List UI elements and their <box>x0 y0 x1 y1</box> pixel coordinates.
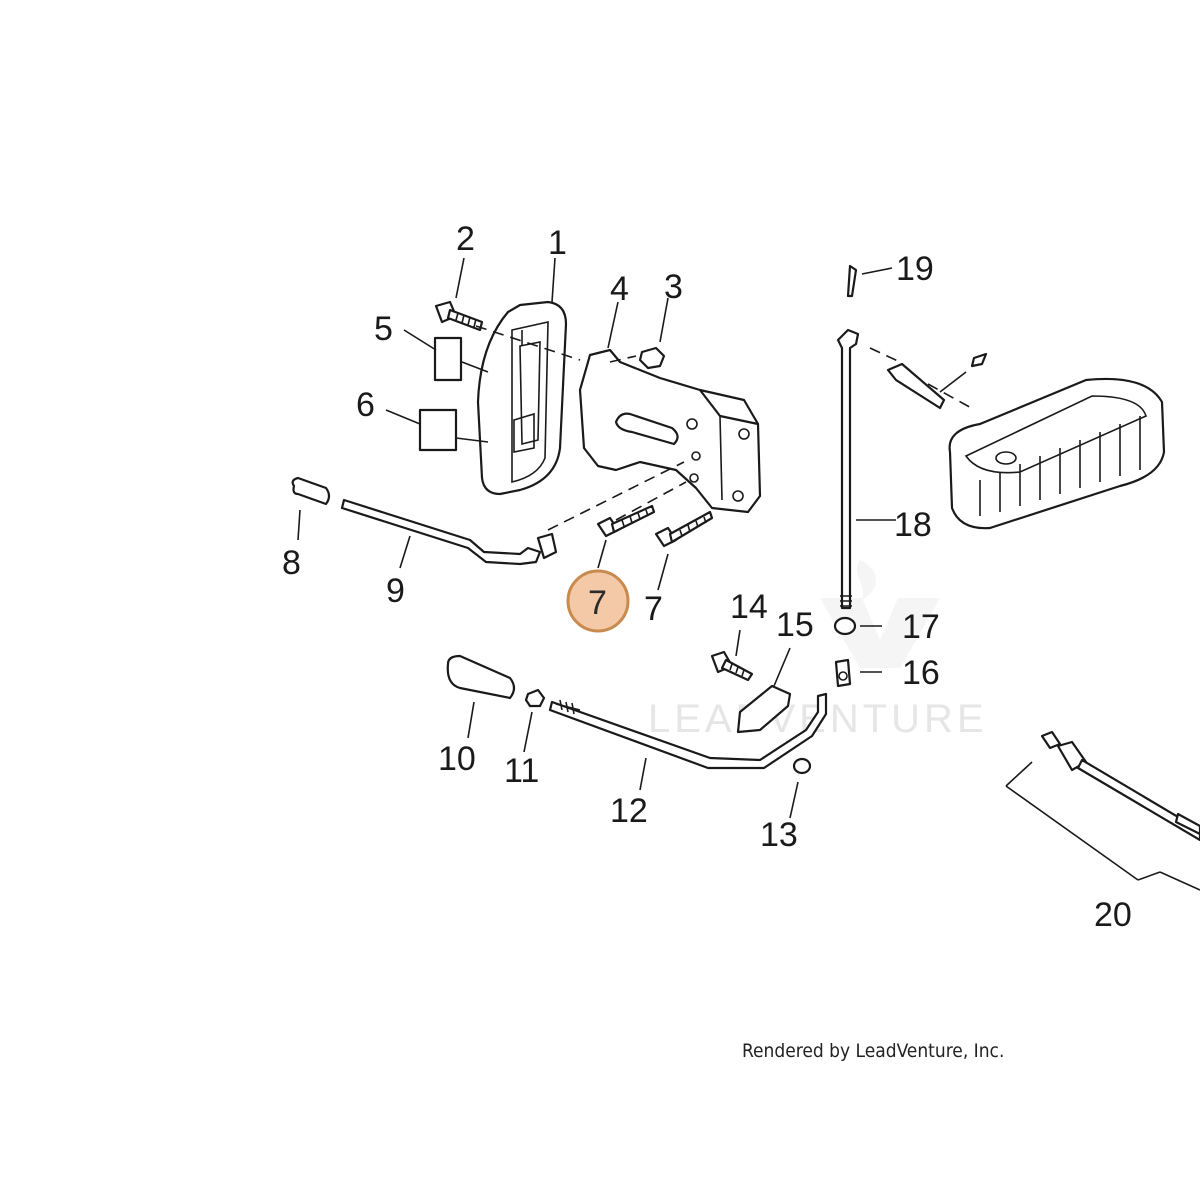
part-9-rod[interactable] <box>340 498 558 566</box>
callout-16[interactable]: 16 <box>902 654 940 692</box>
leader-lines <box>297 257 967 819</box>
callout-3[interactable]: 3 <box>664 268 683 306</box>
part-6-decal[interactable] <box>418 408 458 452</box>
part-20-cable[interactable] <box>1005 730 1200 891</box>
part-2-bolt[interactable] <box>434 300 484 332</box>
callout-1[interactable]: 1 <box>548 224 567 262</box>
part-7-screw-left[interactable] <box>596 504 656 538</box>
part-17-nut[interactable] <box>833 616 857 636</box>
part-7-screw-right[interactable] <box>654 510 714 548</box>
part-16-joint[interactable] <box>834 658 852 688</box>
selected-part-highlight[interactable] <box>566 569 630 633</box>
part-3-nut[interactable] <box>638 346 666 370</box>
callout-5[interactable]: 5 <box>374 310 393 348</box>
callout-4[interactable]: 4 <box>610 270 629 308</box>
watermark-logo-icon <box>820 560 940 668</box>
part-14-bolt[interactable] <box>710 650 754 682</box>
callout-14[interactable]: 14 <box>730 588 768 626</box>
callout-18[interactable]: 18 <box>894 506 932 544</box>
assembly-lines <box>475 325 976 531</box>
part-15-bracket[interactable] <box>736 684 792 734</box>
part-10-knob[interactable] <box>446 654 516 700</box>
callout-10[interactable]: 10 <box>438 740 476 778</box>
callout-7[interactable]: 7 <box>644 590 663 628</box>
part-11-nut[interactable] <box>524 688 546 708</box>
part-5-decal[interactable] <box>433 336 463 382</box>
tray-assembly <box>886 352 1166 530</box>
callout-17[interactable]: 17 <box>902 608 940 646</box>
part-1-handle-housing[interactable] <box>476 300 568 496</box>
callout-6[interactable]: 6 <box>356 386 375 424</box>
callout-12[interactable]: 12 <box>610 792 648 830</box>
callout-labels: 1 2 3 4 5 6 7 7 8 9 10 11 12 13 14 15 16… <box>282 220 1132 934</box>
callout-11[interactable]: 11 <box>504 752 539 790</box>
callout-13[interactable]: 13 <box>760 816 798 854</box>
callout-15[interactable]: 15 <box>776 606 814 644</box>
render-credit: Rendered by LeadVenture, Inc. <box>742 1040 1004 1062</box>
callout-2[interactable]: 2 <box>456 220 475 258</box>
part-4-bracket[interactable] <box>578 348 762 514</box>
part-8-grip[interactable] <box>291 476 331 506</box>
callout-19[interactable]: 19 <box>896 250 934 288</box>
callout-7-highlighted[interactable]: 7 <box>588 584 607 622</box>
part-19-pin[interactable] <box>846 264 858 298</box>
part-13-washer[interactable] <box>792 757 812 775</box>
callout-8[interactable]: 8 <box>282 544 301 582</box>
part-18-long-rod[interactable] <box>836 328 860 610</box>
part-12-link-rod[interactable] <box>548 692 828 770</box>
callout-9[interactable]: 9 <box>386 572 405 610</box>
callout-20[interactable]: 20 <box>1094 896 1132 934</box>
